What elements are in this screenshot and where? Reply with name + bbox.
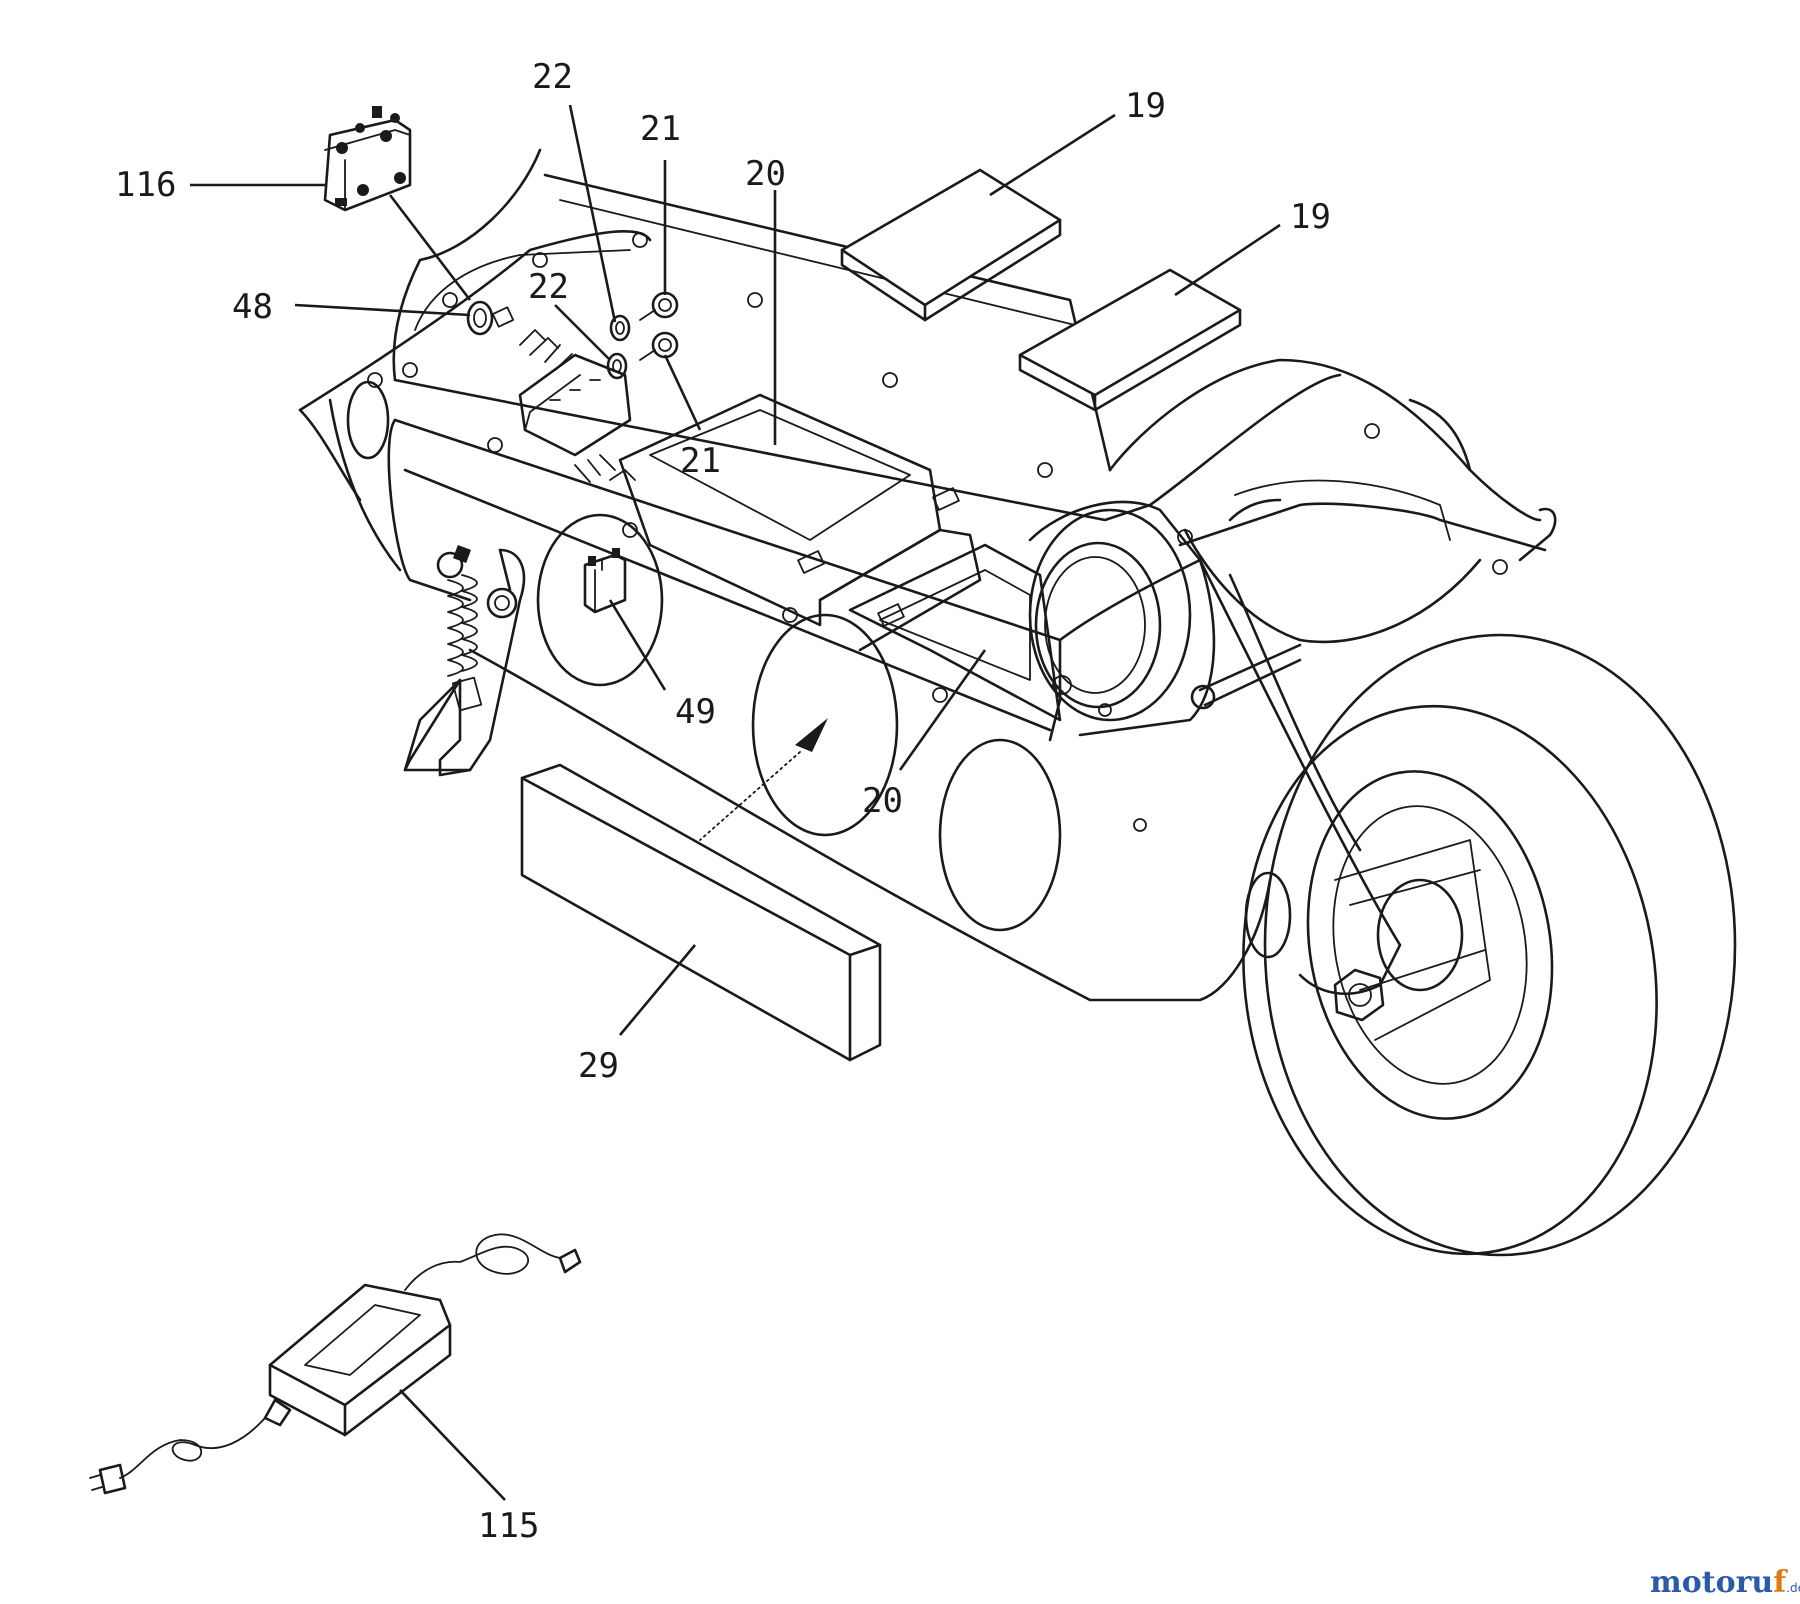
callout-19-top: 19 xyxy=(1125,86,1166,126)
callout-115: 115 xyxy=(478,1506,539,1546)
rear-fender xyxy=(1108,358,1557,710)
rear-wheel xyxy=(1058,558,1737,1257)
callout-49: 49 xyxy=(675,692,716,732)
connector-48 xyxy=(466,300,515,336)
callout-21-mid: 21 xyxy=(680,441,721,481)
svg-text:motoruf.de: motoruf.de xyxy=(1650,1565,1800,1600)
foam-pad xyxy=(520,763,882,1062)
callout-labels: 116 22 21 20 19 19 48 22 21 49 20 29 115 xyxy=(115,57,1331,1546)
battery-tray xyxy=(618,393,1062,722)
controller-module xyxy=(518,329,636,483)
fasteners xyxy=(606,291,679,380)
callout-22-mid: 22 xyxy=(528,267,569,307)
callout-20-bottom: 20 xyxy=(862,781,903,821)
callout-29: 29 xyxy=(578,1046,619,1086)
brake-drum xyxy=(1028,500,1216,737)
watermark-logo: motoruf.de xyxy=(1650,1565,1800,1600)
callout-22-top: 22 xyxy=(532,57,573,97)
kickstand-assembly xyxy=(403,545,526,777)
charger xyxy=(89,1233,582,1495)
switch-49 xyxy=(583,548,627,614)
switch-116 xyxy=(323,106,412,212)
callout-19-right: 19 xyxy=(1290,197,1331,237)
callout-21-top: 21 xyxy=(640,109,681,149)
callout-20-top: 20 xyxy=(745,154,786,194)
battery-pads xyxy=(840,168,1242,412)
callout-48: 48 xyxy=(232,287,273,327)
callout-116: 116 xyxy=(115,165,176,205)
leader-lines xyxy=(190,104,1281,1501)
